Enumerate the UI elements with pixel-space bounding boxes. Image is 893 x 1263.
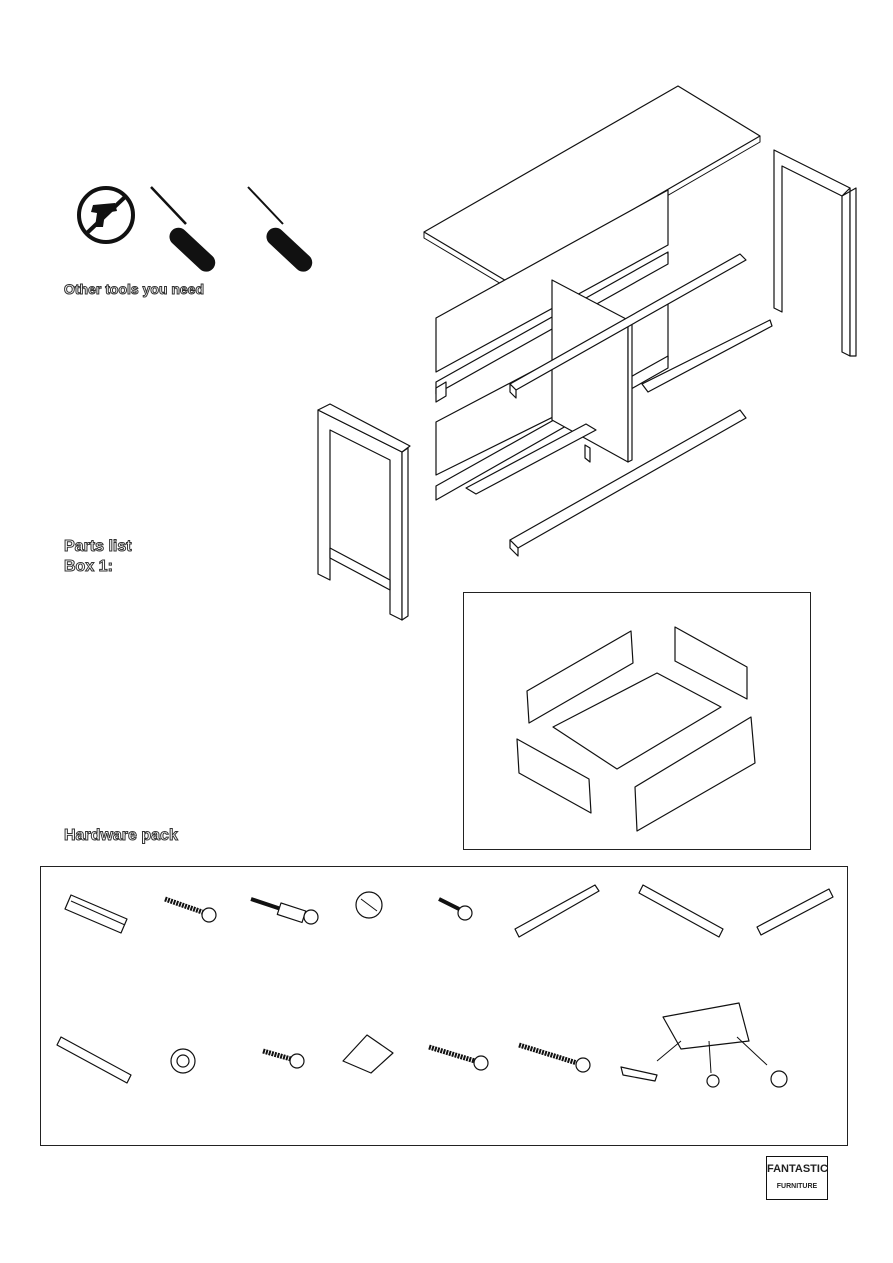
knob-icon [170,1048,196,1074]
drawer-runner-left-icon [514,884,600,938]
cam-bolt-icon [250,897,319,925]
brand-logo: FANTASTIC FURNITURE [766,1156,828,1200]
flat-screwdriver-icon [247,186,313,272]
anti-tip-kit-icon [620,1002,788,1088]
brand-logo-text: FANTASTIC [767,1163,828,1175]
drawer-parts-box [463,592,811,850]
machine-screw-icon [262,1048,305,1069]
cam-lock-icon [355,891,383,919]
corner-block-icon [342,1034,394,1074]
long-screw-icon [164,896,217,923]
long-wood-screw-icon [518,1042,591,1073]
drawer-runner-small-icon [756,888,834,936]
no-power-drill-icon [77,186,135,244]
cabinet-exploded-view [317,85,857,621]
hardware-items [56,884,834,1088]
tools-caption: Other tools you need [63,281,205,298]
drawer-runner-right-icon [638,884,724,938]
phillips-screwdriver-icon [150,186,216,272]
wooden-dowel-icon [64,894,128,934]
hardware-title: Hardware pack [64,827,179,845]
short-screw-icon [438,897,473,921]
drawer-parts-drawing [516,626,756,832]
hardware-pack-box [40,866,848,1146]
parts-box-label: Box 1: [64,558,114,576]
brand-logo-subtext: FURNITURE [776,1183,818,1190]
drawer-runner-long-icon [56,1036,132,1084]
parts-title: Parts list [64,538,133,556]
wood-screw-icon [428,1044,489,1071]
